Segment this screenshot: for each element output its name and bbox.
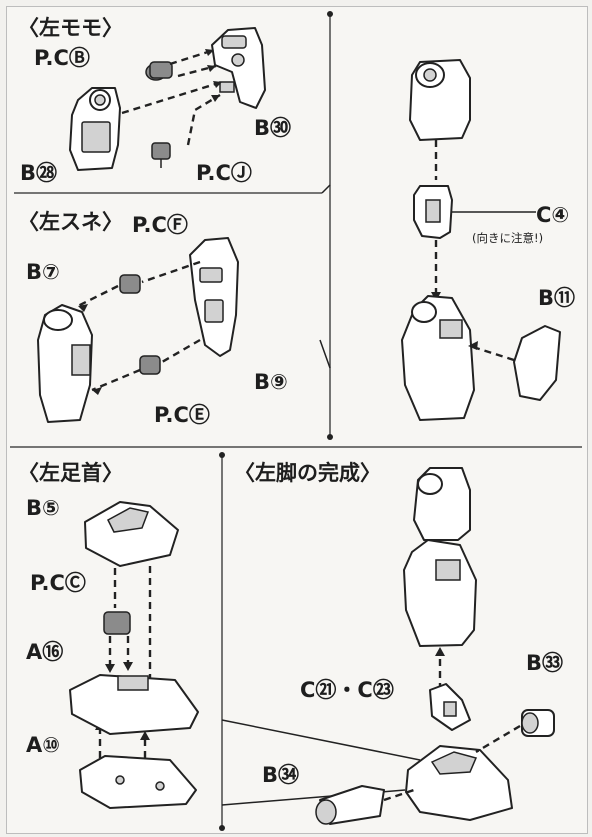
label-pc-b: P.CⒷ	[34, 46, 90, 70]
assembled-shin	[401, 295, 475, 421]
label-b7: B⑦	[26, 260, 60, 284]
label-c21-c23: C㉑・C㉓	[300, 678, 394, 702]
label-b28: B㉘	[20, 161, 58, 185]
ankle-b5-part	[84, 501, 179, 567]
divider-dot-bottom	[219, 825, 225, 831]
assembled-thigh	[409, 59, 471, 141]
section-title-left-ankle: 〈左足首〉	[18, 461, 123, 485]
ankle-assembly-arrows	[95, 566, 155, 770]
section-title-left-thigh: 〈左モモ〉	[18, 16, 123, 40]
shin-polycap-e	[139, 355, 161, 375]
arrowhead-cover-shin	[468, 341, 478, 350]
thigh-polycap-j	[151, 142, 171, 168]
thigh-b30-part	[211, 27, 266, 109]
label-b30: B㉚	[254, 116, 292, 140]
arrowhead-foot-to-leg	[435, 647, 445, 656]
ankle-polycap-c	[103, 611, 131, 635]
shin-cover-b11	[513, 325, 561, 401]
ankle-joint-c21-c23	[429, 683, 471, 731]
shin-b7-part	[37, 304, 93, 423]
label-b5: B⑤	[26, 496, 60, 520]
knee-joint-c4	[413, 185, 453, 239]
label-b11: B⑪	[538, 286, 576, 310]
callout-shin	[319, 339, 331, 369]
complete-thigh	[413, 467, 471, 541]
foot-assembly	[405, 745, 513, 821]
section-title-left-shin: 〈左スネ〉	[18, 210, 123, 234]
label-c4: C④	[536, 203, 570, 227]
label-a16: A⑯	[26, 640, 64, 664]
label-pc-e: P.CⒺ	[154, 403, 210, 427]
complete-shin	[403, 539, 477, 647]
thigh-assembly-arrows	[121, 48, 223, 146]
label-pc-c: P.CⒸ	[30, 571, 86, 595]
divider-dot-top	[327, 11, 333, 17]
dividers	[10, 11, 582, 831]
arrow-cover-shin	[469, 344, 515, 362]
label-pc-f: P.CⒻ	[132, 213, 188, 237]
label-pc-j: P.CⒿ	[196, 161, 252, 185]
ankle-a16-part	[69, 674, 199, 735]
callout-thigh	[321, 184, 331, 194]
section-title-left-leg-complete: 〈左脚の完成〉	[234, 461, 381, 485]
divider-dot-bottom-top	[219, 452, 225, 458]
thigh-polycap-b	[145, 61, 173, 81]
arrow-toe	[475, 724, 521, 754]
label-b33: B㉝	[526, 651, 564, 675]
shin-assembly-arrows	[77, 260, 201, 395]
label-a10: A⑩	[26, 733, 61, 757]
toe-b33-part	[521, 709, 555, 737]
divider-dot-mid	[327, 434, 333, 440]
arrow-heel	[383, 788, 415, 802]
thigh-b28-part	[69, 87, 121, 171]
label-b34: B㉞	[262, 763, 300, 787]
ankle-a10-part	[79, 755, 197, 809]
shin-b9-part	[189, 237, 239, 357]
shin-polycap-f	[119, 274, 141, 294]
heel-b34-part	[315, 785, 385, 825]
note-orientation: (向きに注意!)	[472, 231, 544, 245]
callout-ankle-top	[221, 719, 421, 761]
label-b9: B⑨	[254, 370, 288, 394]
